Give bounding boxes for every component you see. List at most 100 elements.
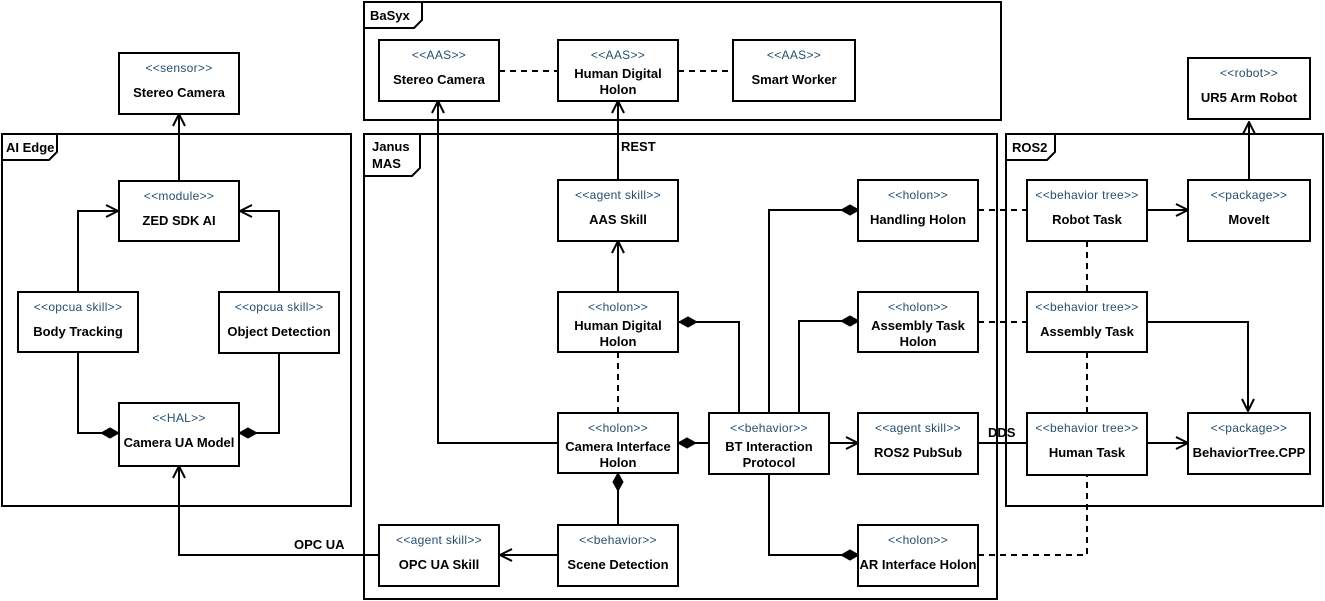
node-name-line-1: Robot Task (1052, 212, 1123, 227)
node-stereotype: <<holon>> (888, 188, 948, 202)
node-name-line-1: MoveIt (1228, 212, 1270, 227)
frame-ai-edge-title: AI Edge (6, 140, 54, 155)
frame-janus-title-line-1: Janus (372, 139, 410, 154)
node-scene-detection: <<behavior>> Scene Detection (557, 524, 679, 587)
edge-ar-holon-to-human-task (978, 475, 1088, 556)
node-stereotype: <<holon>> (888, 300, 948, 314)
node-box (118, 52, 240, 115)
node-box (1187, 179, 1311, 242)
node-stereotype: <<module>> (144, 189, 214, 203)
node-ur5-arm-robot: <<robot>> UR5 Arm Robot (1187, 57, 1311, 120)
node-name-line-1: Stereo Camera (133, 85, 226, 100)
node-stereotype: <<AAS>> (591, 48, 645, 62)
node-name-line-1: Object Detection (227, 324, 330, 339)
node-stereotype: <<opcua skill>> (34, 300, 123, 314)
node-box (857, 291, 979, 353)
node-name-line-2: Protocol (743, 455, 796, 470)
node-stereotype: <<AAS>> (412, 48, 466, 62)
frame-ros2-title: ROS2 (1012, 140, 1047, 155)
node-box (1187, 57, 1311, 120)
node-box (1026, 291, 1148, 353)
frame-janus-title-line-2: MAS (372, 156, 401, 171)
node-opc-ua-skill: <<agent skill>> OPC UA Skill (378, 524, 500, 587)
node-moveit: <<package>> MoveIt (1187, 179, 1311, 242)
node-name-line-1: Human Digital (574, 318, 661, 333)
node-stereotype: <<sensor>> (145, 61, 212, 75)
node-stereotype: <<package>> (1211, 188, 1288, 202)
node-box (557, 39, 679, 102)
edge-bt-to-ar-holon (768, 473, 859, 555)
node-stereotype: <<behavior tree>> (1035, 188, 1138, 202)
node-name-line-1: Stereo Camera (393, 72, 486, 87)
node-box (857, 412, 979, 475)
node-box (557, 291, 679, 353)
node-name-line-1: Human Digital (574, 66, 661, 81)
node-box (218, 291, 340, 354)
node-stereotype: <<holon>> (888, 533, 948, 547)
edge-assembly-task-to-behaviortree (1147, 321, 1248, 411)
node-box (732, 39, 856, 102)
node-box (378, 39, 500, 102)
node-ar-interface-holon: <<holon>>AR Interface Holon (857, 524, 979, 587)
node-aas-skill: <<agent skill>>AAS Skill (557, 179, 679, 242)
edge-object-detection-to-zed (240, 211, 280, 292)
node-name-line-1: Body Tracking (33, 324, 123, 339)
edge-bt-to-handling-holon (768, 210, 859, 413)
node-stereo-camera-sensor: <<sensor>> Stereo Camera (118, 52, 240, 115)
node-name-line-1: OPC UA Skill (399, 557, 479, 572)
node-name-line-1: Handling Holon (870, 212, 966, 227)
edge-body-tracking-to-zed (77, 211, 118, 292)
node-name-line-1: Human Task (1049, 445, 1126, 460)
frame-basyx: BaSyx (363, 1, 1002, 121)
edge-opc-ua-skill-to-camera-ua (179, 466, 379, 556)
node-stereotype: <<agent skill>> (875, 421, 961, 435)
node-name-line-2: Holon (600, 455, 637, 470)
frame-ros2: ROS2 (1005, 133, 1324, 507)
node-camera-ua-model: <<HAL>> Camera UA Model (118, 402, 240, 467)
node-handling-holon: <<holon>> Handling Holon (857, 179, 979, 242)
node-box (857, 524, 979, 587)
frame-basyx-title: BaSyx (370, 8, 411, 23)
node-name-line-2: Holon (600, 82, 637, 97)
node-box (118, 402, 240, 467)
node-aas-stereo-camera: <<AAS>> Stereo Camera (378, 39, 500, 102)
node-name-line-1: Smart Worker (751, 72, 836, 87)
node-stereotype: <<behavior>> (730, 421, 808, 435)
node-stereotype: <<behavior tree>> (1035, 300, 1138, 314)
node-aas-smart-worker: <<AAS>>Smart Worker (732, 39, 856, 102)
label-opc-ua: OPC UA (294, 537, 345, 552)
frame-janus-mas: Janus MAS (363, 133, 998, 600)
edge-bt-to-assembly-holon (798, 321, 859, 413)
node-name-line-1: Assembly Task (1040, 324, 1134, 339)
node-name-line-1: AAS Skill (589, 212, 647, 227)
node-name-line-1: ROS2 PubSub (874, 445, 962, 460)
node-stereotype: <<package>> (1211, 421, 1288, 435)
node-stereotype: <<robot>> (1220, 66, 1278, 80)
node-stereotype: <<holon>> (588, 300, 648, 314)
node-name-line-1: Camera UA Model (124, 435, 235, 450)
edge-object-detection-to-camera-ua (239, 352, 280, 433)
node-stereotype: <<agent skill>> (396, 533, 482, 547)
connectors (77, 70, 1249, 556)
node-zed-sdk-ai: <<module>>ZED SDK AI (118, 180, 240, 242)
node-stereotype: <<behavior tree>> (1035, 421, 1138, 435)
node-ros2-pubsub: <<agent skill>> ROS2 PubSub (857, 412, 979, 475)
node-name-line-1: UR5 Arm Robot (1201, 90, 1298, 105)
node-name-line-1: Assembly Task (871, 318, 965, 333)
node-stereotype: <<HAL>> (152, 411, 205, 425)
node-stereotype: <<behavior>> (579, 533, 657, 547)
node-name-line-1: Camera Interface (565, 439, 671, 454)
node-stereotype: <<opcua skill>> (235, 300, 324, 314)
node-box (118, 180, 240, 242)
node-box (557, 412, 679, 474)
node-name-line-1: BehaviorTree.CPP (1193, 445, 1306, 460)
node-box (378, 524, 500, 587)
node-name-line-1: BT Interaction (725, 439, 812, 454)
node-name-line-1: Scene Detection (567, 557, 668, 572)
node-name-line-2: Holon (900, 334, 937, 349)
